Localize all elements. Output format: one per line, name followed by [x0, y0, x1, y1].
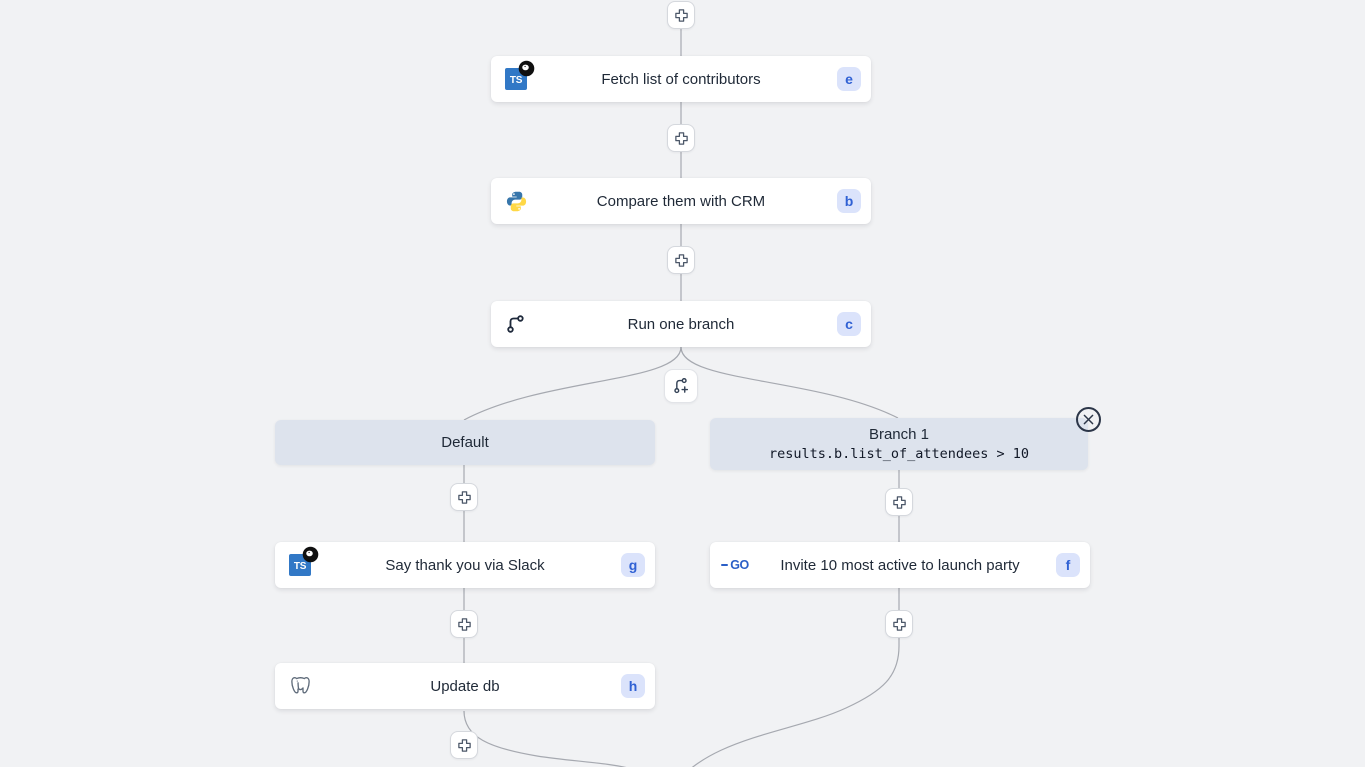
deno-icon [518, 60, 535, 77]
flow-step-fetch-list-of-contributors[interactable]: TS Fetch list of contributors e [491, 56, 871, 102]
insert-step-button[interactable] [667, 124, 695, 152]
plus-icon [457, 617, 471, 631]
branch-label: Default [441, 434, 489, 451]
step-id-badge: h [621, 674, 645, 698]
insert-step-button[interactable] [885, 488, 913, 516]
flow-step-compare-them-with-crm[interactable]: Compare them with CRM b [491, 178, 871, 224]
insert-step-button[interactable] [450, 483, 478, 511]
branch-header-branch1[interactable]: Branch 1 results.b.list_of_attendees > 1… [710, 418, 1088, 470]
plus-icon [892, 617, 906, 631]
remove-branch-button[interactable] [1076, 407, 1101, 432]
step-id-badge: e [837, 67, 861, 91]
postgresql-icon [287, 673, 313, 699]
flow-step-invite-to-launch-party[interactable]: GO Invite 10 most active to launch party… [710, 542, 1090, 588]
git-branch-icon [503, 311, 529, 337]
step-id-badge: g [621, 553, 645, 577]
insert-step-button[interactable] [667, 1, 695, 29]
go-icon: GO [721, 552, 749, 578]
git-branch-plus-icon [674, 378, 689, 394]
step-id-badge: f [1056, 553, 1080, 577]
step-label: Compare them with CRM [596, 192, 766, 210]
typescript-icon: TS [287, 546, 319, 578]
insert-step-button[interactable] [885, 610, 913, 638]
step-label: Say thank you via Slack [385, 556, 545, 574]
step-label: Run one branch [627, 315, 735, 333]
plus-icon [892, 495, 906, 509]
deno-icon [302, 546, 319, 563]
flow-step-say-thank-you-via-slack[interactable]: TS Say thank you via Slack g [275, 542, 655, 588]
close-icon [1083, 414, 1094, 425]
step-label: Invite 10 most active to launch party [780, 556, 1020, 574]
step-id-badge: b [837, 189, 861, 213]
plus-icon [674, 131, 688, 145]
flow-step-run-one-branch[interactable]: Run one branch c [491, 301, 871, 347]
plus-icon [674, 8, 688, 22]
plus-icon [457, 490, 471, 504]
step-label: Update db [430, 677, 500, 695]
branch-label: Branch 1 [868, 426, 930, 443]
step-label: Fetch list of contributors [601, 70, 761, 88]
branch-header-default[interactable]: Default [275, 420, 655, 465]
plus-icon [674, 253, 688, 267]
insert-step-button[interactable] [450, 731, 478, 759]
step-id-badge: c [837, 312, 861, 336]
flow-step-update-db[interactable]: Update db h [275, 663, 655, 709]
insert-step-button[interactable] [450, 610, 478, 638]
branch-condition: results.b.list_of_attendees > 10 [768, 446, 1030, 462]
plus-icon [457, 738, 471, 752]
typescript-icon: TS [503, 60, 535, 92]
add-branch-button[interactable] [664, 369, 698, 403]
python-icon [503, 188, 529, 214]
insert-step-button[interactable] [667, 246, 695, 274]
